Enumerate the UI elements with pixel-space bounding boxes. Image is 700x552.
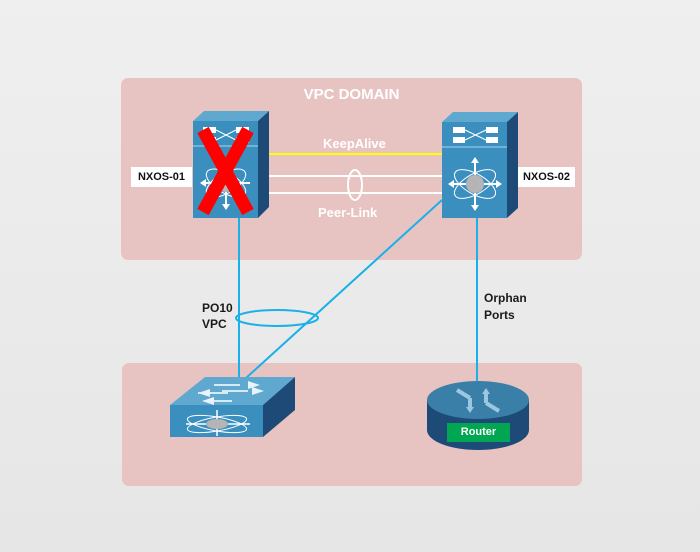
access-switch[interactable] <box>170 377 295 437</box>
peer-link-label: Peer-Link <box>318 205 378 220</box>
orphan-label-line1: Orphan <box>484 291 527 305</box>
vpc-domain-title: VPC DOMAIN <box>303 86 400 103</box>
nxos02-label: NXOS-02 <box>518 167 575 187</box>
peer-link-bundle-ellipse <box>347 169 363 201</box>
vpc-bundle-ellipse <box>235 309 319 327</box>
vpc-label-line2: VPC <box>202 317 227 331</box>
failure-x-icon <box>197 126 254 216</box>
keepalive-label: KeepAlive <box>323 136 386 151</box>
orphan-label-line2: Ports <box>484 308 515 322</box>
vpc-label-line1: PO10 <box>202 301 233 315</box>
nxos02-switch[interactable] <box>442 112 518 218</box>
router-label: Router <box>447 423 510 442</box>
vpc-link-nxos02[interactable] <box>245 199 443 379</box>
nxos01-label: NXOS-01 <box>131 167 192 187</box>
